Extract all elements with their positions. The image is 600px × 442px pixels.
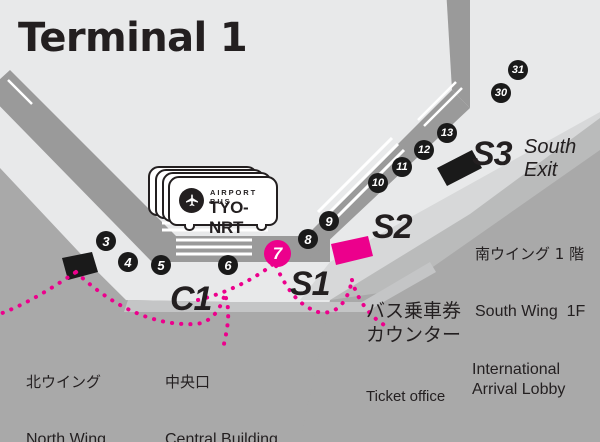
bus-brand-large: TYO-NRT	[209, 198, 249, 237]
route-to-central	[74, 270, 228, 327]
route-along-front	[196, 260, 278, 302]
bus-wheel-right	[256, 224, 267, 231]
entrance-bar-north	[62, 252, 98, 280]
bus-stop-marker-6[interactable]: 6	[218, 255, 238, 275]
road-band-right	[306, 90, 470, 262]
bus-stop-marker-4[interactable]: 4	[118, 252, 138, 272]
bus-stop-marker-9[interactable]: 9	[319, 211, 339, 231]
bus-stop-marker-7[interactable]: 7	[264, 240, 291, 267]
route-ticket-down	[350, 278, 388, 328]
bus-stop-marker-5[interactable]: 5	[151, 255, 171, 275]
road-band-top	[446, 0, 470, 108]
route-north-wing	[0, 270, 78, 316]
bus-stop-marker-10[interactable]: 10	[368, 173, 388, 193]
bus-stop-marker-3[interactable]: 3	[96, 231, 116, 251]
bus-stop-marker-13[interactable]: 13	[437, 123, 457, 143]
terminal-lower-edge	[124, 262, 436, 312]
airplane-icon	[179, 188, 204, 213]
road-band-left	[0, 70, 176, 262]
north-side-ground	[0, 168, 230, 442]
bus-stop-marker-30[interactable]: 30	[491, 83, 511, 103]
airport-bus-card: AIRPORT BUS TYO-NRT	[148, 166, 278, 237]
crosswalk-markings-center	[176, 238, 252, 256]
route-s1-to-ticket	[316, 278, 354, 315]
route-7-to-s1	[274, 264, 320, 314]
walking-route-path	[0, 260, 388, 346]
crosswalk-markings-top	[417, 81, 463, 127]
bus-wheel-left	[184, 224, 195, 231]
crosswalk-markings-right	[316, 136, 406, 226]
entrance-bar-s3	[437, 150, 482, 186]
bus-stop-marker-12[interactable]: 12	[414, 140, 434, 160]
bus-brand-small: AIRPORT BUS	[210, 188, 258, 206]
south-plaza-slab	[300, 112, 600, 300]
bus-stop-marker-8[interactable]: 8	[298, 229, 318, 249]
entrance-bar-s1	[331, 236, 373, 265]
bus-stop-marker-31[interactable]: 31	[508, 60, 528, 80]
crosswalk-markings-left	[7, 79, 33, 105]
bus-stop-marker-11[interactable]: 11	[392, 157, 412, 177]
